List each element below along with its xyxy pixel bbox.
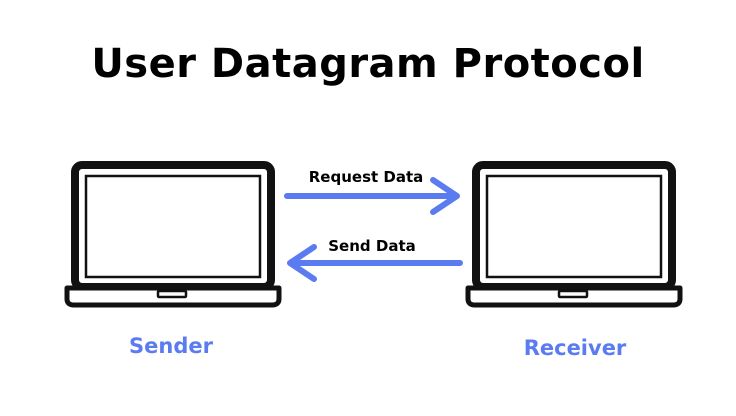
diagram-title: User Datagram Protocol	[91, 41, 645, 87]
send-data-label: Send Data	[328, 237, 415, 255]
sender-label: Sender	[129, 334, 214, 358]
send-arrow: Send Data	[287, 237, 463, 282]
request-arrow: Request Data	[284, 168, 460, 215]
sender-laptop-icon	[64, 161, 282, 308]
request-data-label: Request Data	[309, 168, 424, 186]
receiver-label: Receiver	[524, 336, 627, 360]
receiver-laptop-icon	[465, 161, 683, 308]
